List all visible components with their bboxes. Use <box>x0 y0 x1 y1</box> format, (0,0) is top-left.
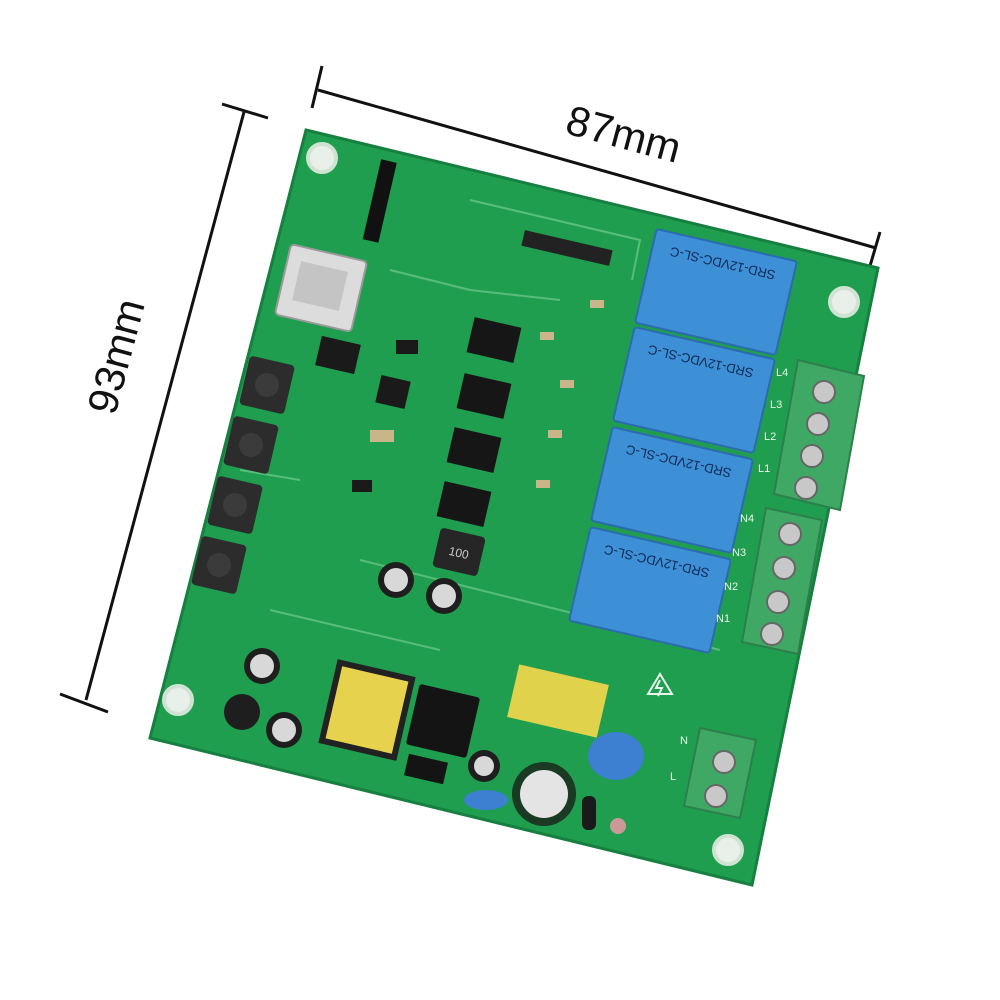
power-transformer <box>318 659 416 761</box>
varistor <box>588 732 644 780</box>
terminal-label: N3 <box>732 547 746 559</box>
inductor-marking: 100 <box>447 544 470 562</box>
power-input-terminal-block <box>682 726 758 820</box>
relay: SRD-12VDC-SL-C <box>568 526 732 654</box>
pcb-board: 100 <box>148 128 880 887</box>
mounting-hole <box>828 286 860 318</box>
mounting-hole <box>162 684 194 716</box>
electrolytic-capacitor <box>224 694 260 730</box>
terminal-label: L4 <box>776 367 788 379</box>
output-terminal-block-N <box>740 506 824 656</box>
electrolytic-capacitor <box>244 648 280 684</box>
terminal-label: L2 <box>764 431 776 443</box>
terminal-label: L3 <box>770 399 782 411</box>
wifi-module <box>274 243 368 333</box>
electrolytic-capacitor <box>426 578 462 614</box>
width-label: 87mm <box>561 96 686 172</box>
optocoupler <box>456 373 512 419</box>
terminal-screw[interactable] <box>806 412 830 436</box>
smd-components <box>315 300 604 492</box>
terminal-screw[interactable] <box>760 622 784 646</box>
height-dimension-tick-top <box>221 102 269 120</box>
relay: SRD-12VDC-SL-C <box>612 326 776 454</box>
terminal-screw[interactable] <box>772 556 796 580</box>
optocoupler-group <box>436 317 522 527</box>
high-voltage-warning-icon <box>646 672 674 697</box>
electrolytic-capacitor <box>378 562 414 598</box>
terminal-screw[interactable] <box>800 444 824 468</box>
pin-header-top <box>521 230 613 266</box>
electrolytic-capacitor <box>266 712 302 748</box>
power-inductor: 100 <box>432 528 486 576</box>
push-button[interactable] <box>223 415 279 474</box>
power-ic <box>404 684 480 785</box>
optocoupler <box>436 481 492 527</box>
electrolytic-capacitor <box>468 750 500 782</box>
mounting-hole <box>306 142 338 174</box>
terminal-label: L1 <box>758 463 770 475</box>
terminal-screw[interactable] <box>712 750 736 774</box>
terminal-screw[interactable] <box>766 590 790 614</box>
height-dimension-line <box>84 111 246 701</box>
x2-safety-capacitor <box>507 664 609 738</box>
terminal-label: N1 <box>716 613 730 625</box>
fuse <box>582 796 626 834</box>
optocoupler <box>446 427 502 473</box>
push-button-group <box>191 355 295 594</box>
terminal-label: N2 <box>724 581 738 593</box>
width-dimension-tick-left <box>310 65 324 109</box>
width-dimension-tick-right <box>868 231 882 267</box>
width-dimension-line <box>317 88 877 250</box>
terminal-screw[interactable] <box>778 522 802 546</box>
height-label: 93mm <box>78 294 154 419</box>
output-terminal-block-L <box>772 358 866 512</box>
height-dimension-tick-bottom <box>59 692 109 714</box>
push-button[interactable] <box>191 535 247 594</box>
terminal-label: N4 <box>740 513 754 525</box>
terminal-screw[interactable] <box>704 784 728 808</box>
dimension-annotations <box>59 65 882 714</box>
pin-header <box>362 159 397 243</box>
terminal-screw[interactable] <box>812 380 836 404</box>
y-capacitor <box>464 790 508 810</box>
terminal-screw[interactable] <box>794 476 818 500</box>
terminal-labels: L4 L3 L2 L1 N4 N3 N2 N1 <box>716 367 788 625</box>
pcb-substrate <box>148 128 880 887</box>
terminal-label: N <box>680 735 688 747</box>
push-button[interactable] <box>207 475 263 534</box>
optocoupler <box>466 317 522 363</box>
electrolytic-capacitor-large <box>512 762 576 826</box>
push-button[interactable] <box>239 355 295 414</box>
mounting-hole <box>712 834 744 866</box>
relay-group: SRD-12VDC-SL-C SRD-12VDC-SL-C SRD-12VDC-… <box>568 228 798 654</box>
capacitor-group <box>224 562 576 826</box>
terminal-label: L <box>670 771 676 783</box>
